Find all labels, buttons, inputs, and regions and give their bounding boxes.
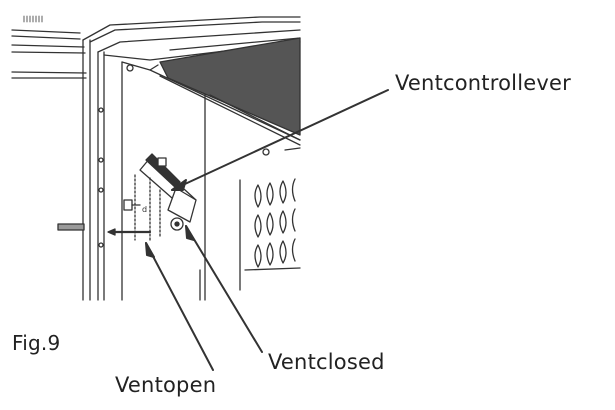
louver-panel [239, 178, 301, 291]
frame-rivets [98, 64, 270, 248]
left-bar [57, 223, 85, 231]
callout-leaders [145, 89, 389, 371]
callout-vent-open: Ventopen [115, 373, 217, 397]
callout-vent-control-lever: Ventcontrollever [395, 71, 571, 95]
inner-wall-shading [159, 37, 301, 136]
vent-lever-assembly: d [107, 153, 197, 241]
frame-rails [82, 39, 123, 301]
top-left-panel [11, 29, 87, 79]
inner-body [199, 94, 301, 301]
svg-text:d: d [142, 205, 147, 214]
leader-vent-control-lever [171, 89, 389, 191]
callout-vent-closed: Ventclosed [268, 350, 385, 374]
figure-label: Fig.9 [12, 331, 61, 355]
leader-vent-open [145, 242, 214, 371]
corner-marks [23, 15, 43, 23]
leader-vent-closed [185, 225, 263, 353]
